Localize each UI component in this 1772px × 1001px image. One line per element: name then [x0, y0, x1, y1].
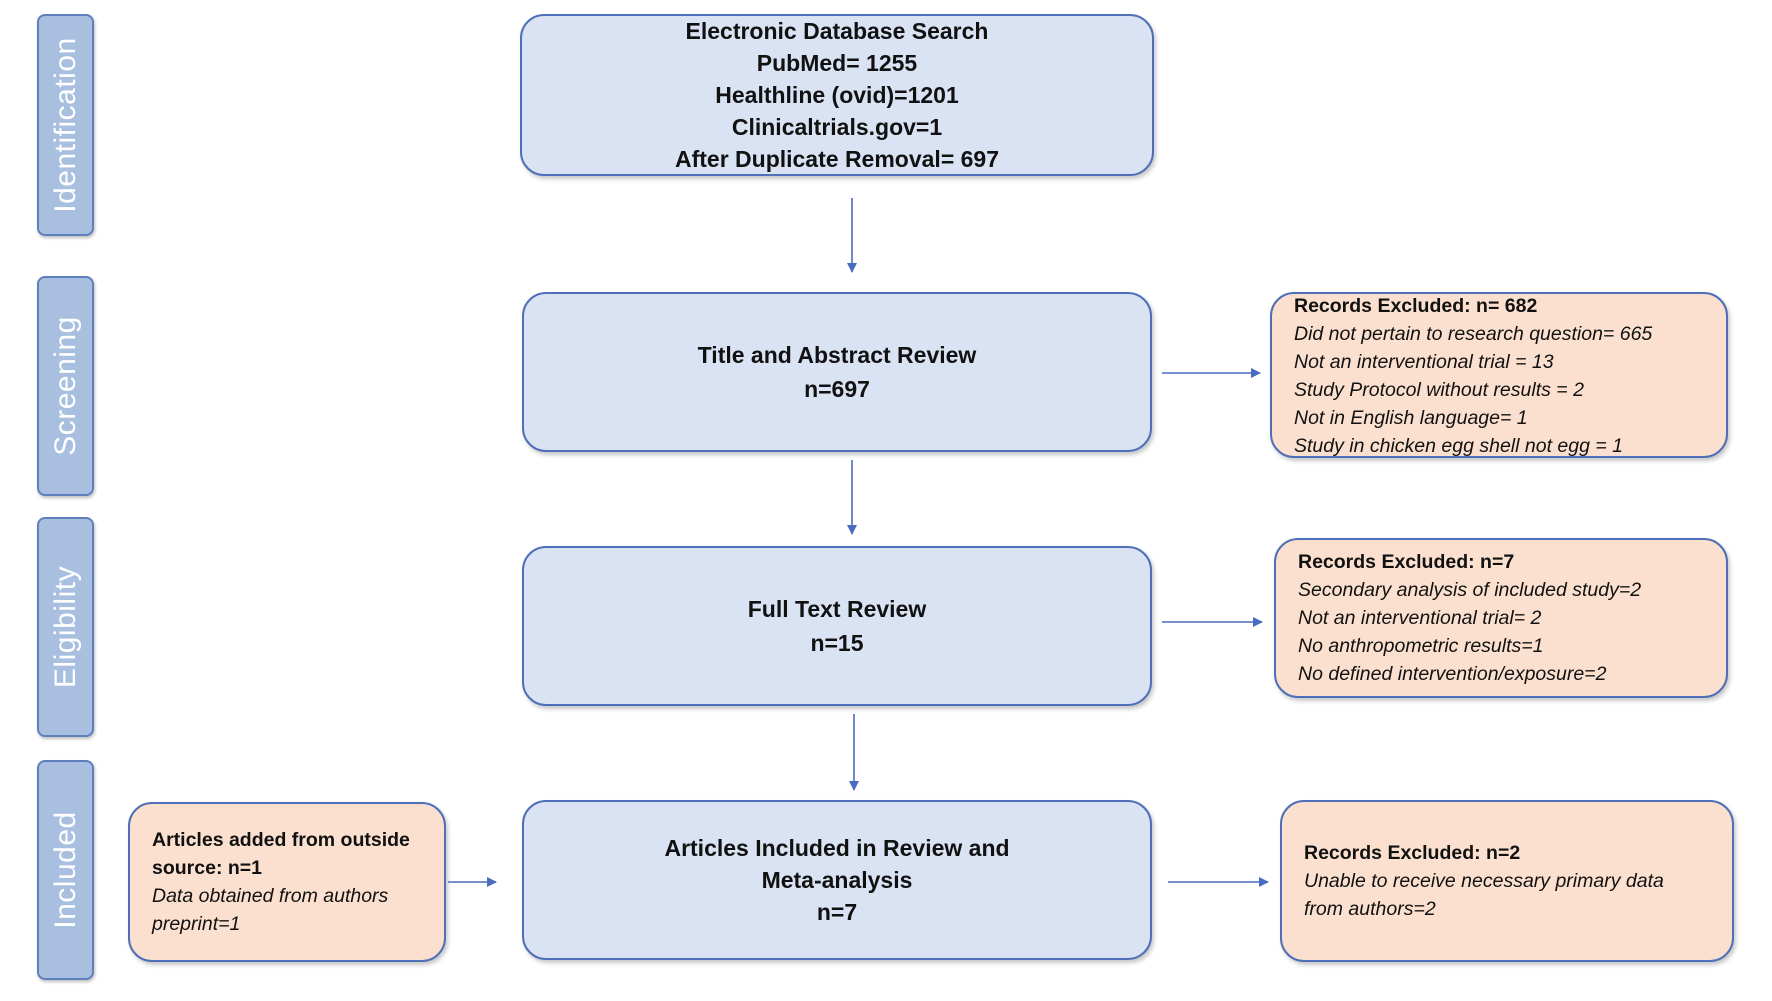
screening-excluded-header: Records Excluded: n= 682: [1294, 295, 1538, 317]
screening-excluded-reason: Did not pertain to research question= 66…: [1294, 323, 1653, 345]
outside-source-box: Articles added from outside source: n=1 …: [128, 802, 446, 962]
included-excluded-box: Records Excluded: n=2 Unable to receive …: [1280, 800, 1734, 962]
stage-screening: Screening: [37, 276, 94, 496]
clinicaltrials-count: Clinicaltrials.gov=1: [731, 114, 943, 140]
screening-excluded-reason: Study Protocol without results = 2: [1294, 379, 1584, 401]
included-title-line2: Meta-analysis: [761, 867, 913, 893]
screening-excluded-box: Records Excluded: n= 682 Did not pertain…: [1270, 292, 1728, 458]
eligibility-title: Full Text Review: [747, 596, 927, 622]
pubmed-count: PubMed= 1255: [756, 50, 918, 76]
included-excluded-reason: from authors=2: [1304, 898, 1436, 920]
outside-source-detail: Data obtained from authors: [152, 885, 389, 907]
healthline-count: Healthline (ovid)=1201: [715, 82, 959, 108]
eligibility-box: Full Text Review n=15: [522, 546, 1152, 706]
eligibility-excluded-box: Records Excluded: n=7 Secondary analysis…: [1274, 538, 1728, 698]
eligibility-excluded-reason: Secondary analysis of included study=2: [1298, 579, 1642, 601]
eligibility-excluded-reason: No defined intervention/exposure=2: [1298, 663, 1607, 685]
eligibility-excluded-reason: Not an interventional trial= 2: [1298, 607, 1542, 629]
eligibility-excluded-header: Records Excluded: n=7: [1298, 551, 1515, 573]
outside-source-detail: preprint=1: [152, 913, 241, 935]
identification-box: Electronic Database Search PubMed= 1255 …: [520, 14, 1154, 176]
included-box: Articles Included in Review and Meta-ana…: [522, 800, 1152, 960]
stage-included: Included: [37, 760, 94, 980]
screening-excluded-reason: Study in chicken egg shell not egg = 1: [1294, 435, 1624, 457]
stage-eligibility: Eligibility: [37, 517, 94, 737]
screening-count: n=697: [804, 376, 870, 402]
stage-identification: Identification: [37, 14, 94, 236]
included-title-line1: Articles Included in Review and: [664, 835, 1010, 861]
included-excluded-header: Records Excluded: n=2: [1304, 842, 1521, 864]
outside-source-header-line2: source: n=1: [152, 857, 263, 879]
eligibility-count: n=15: [810, 630, 864, 656]
identification-title: Electronic Database Search: [685, 18, 989, 44]
screening-box: Title and Abstract Review n=697: [522, 292, 1152, 452]
eligibility-excluded-reason: No anthropometric results=1: [1298, 635, 1544, 657]
outside-source-header-line1: Articles added from outside: [152, 829, 410, 851]
included-excluded-reason: Unable to receive necessary primary data: [1304, 870, 1664, 892]
screening-excluded-reason: Not in English language= 1: [1294, 407, 1528, 429]
included-count: n=7: [816, 899, 858, 925]
screening-excluded-reason: Not an interventional trial = 13: [1294, 351, 1554, 373]
screening-title: Title and Abstract Review: [697, 342, 977, 368]
after-duplicate-removal: After Duplicate Removal= 697: [674, 146, 1000, 172]
